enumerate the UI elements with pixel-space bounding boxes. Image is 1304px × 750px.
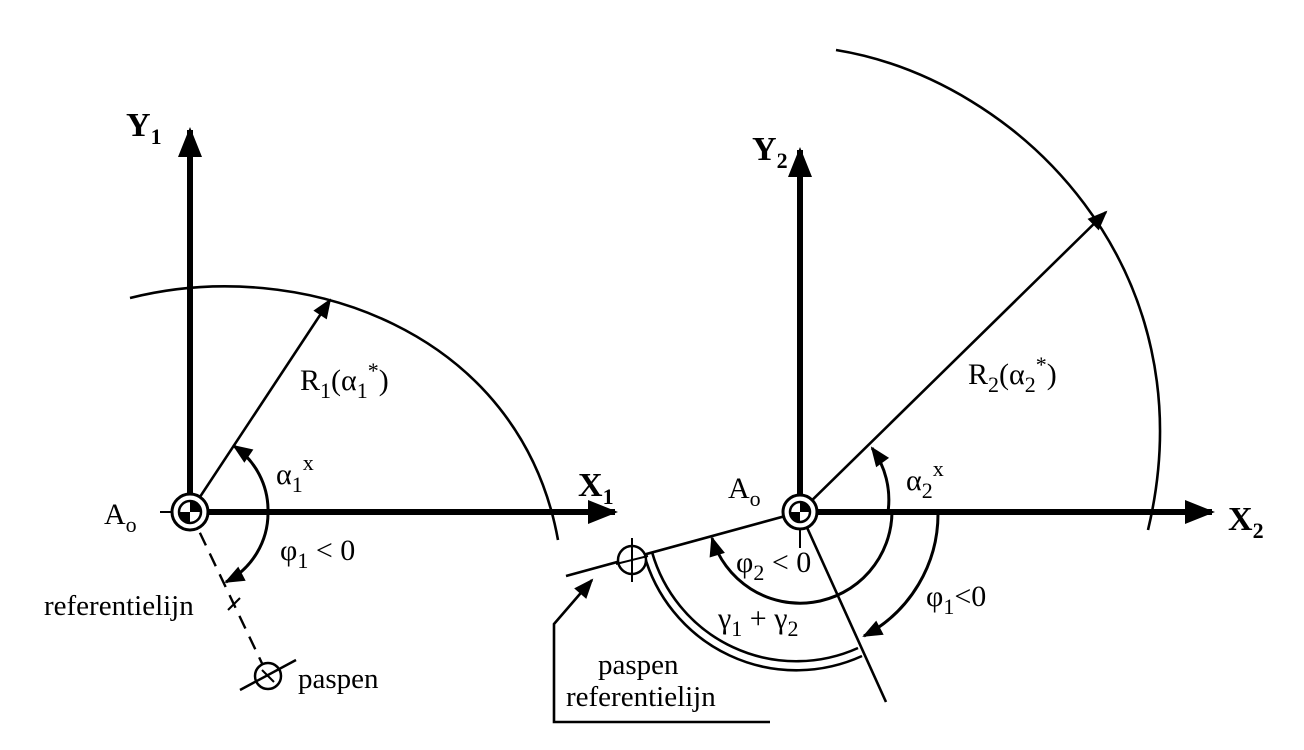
right-frame: Y2 X2 Ao R2(α2*) α2x φ2 < 0 φ1<0 γ1 + γ2…: [552, 48, 1264, 724]
right-radius-label: R2(α2*): [968, 352, 1057, 397]
left-phi-arc: [224, 511, 270, 584]
y2-axis-label: Y2: [752, 131, 788, 173]
left-reference-line: [188, 511, 270, 677]
right-origin-symbol: [781, 493, 819, 548]
right-alpha-arc: [870, 446, 891, 513]
right-gamma-arc-inner: [650, 551, 859, 663]
right-pin-symbol: [615, 538, 649, 582]
left-radius-arc: [129, 285, 560, 541]
x2-axis-label: X2: [1228, 501, 1264, 543]
right-phi1-arc: [862, 511, 940, 638]
right-phi2-label: φ2 < 0: [736, 546, 811, 585]
left-alpha-arc: [232, 444, 270, 513]
x1-axis-label: X1: [578, 467, 614, 509]
left-pin-label: paspen: [298, 663, 379, 695]
right-gamma-label: γ1 + γ2: [717, 602, 798, 641]
left-origin-label: Ao: [104, 498, 137, 537]
right-reference-line: [565, 510, 801, 578]
left-alpha-label: α1x: [276, 450, 314, 497]
right-reference-line-label: referentielijn: [566, 681, 716, 713]
left-phi-label: φ1 < 0: [280, 534, 355, 573]
right-phi1-label: φ1<0: [926, 580, 986, 619]
left-reference-line-label: referentielijn: [44, 590, 194, 622]
left-radius-label: R1(α1*): [300, 358, 389, 403]
right-pin-label: paspen: [598, 649, 679, 681]
y1-axis-label: Y1: [126, 107, 162, 149]
right-radius-arc: [835, 48, 1162, 531]
left-origin-symbol: [160, 492, 210, 532]
right-origin-label: Ao: [728, 472, 761, 511]
right-leader-bracket: [552, 578, 770, 724]
right-radius-arrow: [799, 210, 1108, 513]
right-gamma-arc-outer: [642, 553, 863, 672]
right-alpha-label: α2x: [906, 456, 944, 503]
left-pin-symbol: [239, 658, 297, 692]
left-ref-tick: [227, 597, 241, 611]
right-downward-line: [798, 511, 888, 703]
left-frame: Y1 X1 Ao R1(α1*) α1x φ1 < 0 referentieli…: [44, 107, 618, 695]
right-phi2-arc: [709, 511, 894, 605]
left-radius-arrow: [188, 298, 332, 513]
